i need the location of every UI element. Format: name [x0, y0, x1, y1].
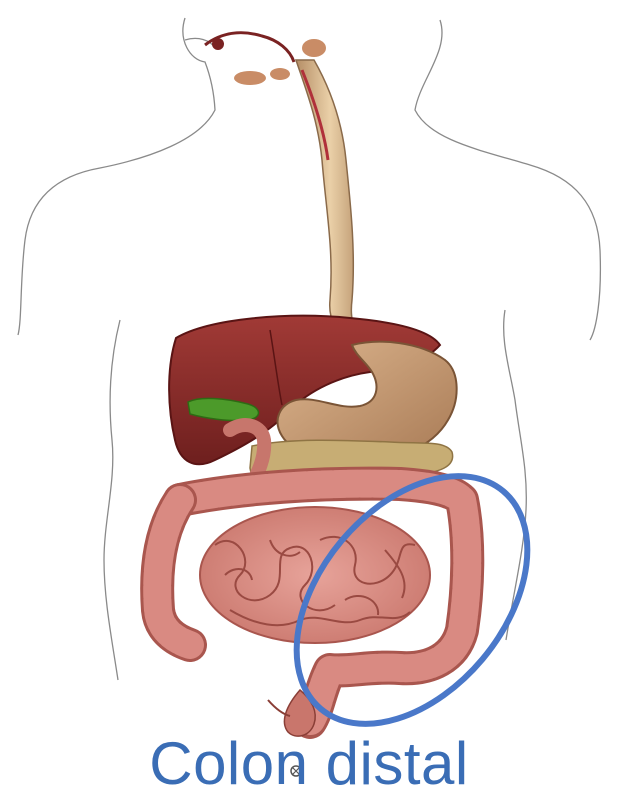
- esophagus: [296, 60, 364, 345]
- diagram-caption: Colon distal: [0, 728, 618, 800]
